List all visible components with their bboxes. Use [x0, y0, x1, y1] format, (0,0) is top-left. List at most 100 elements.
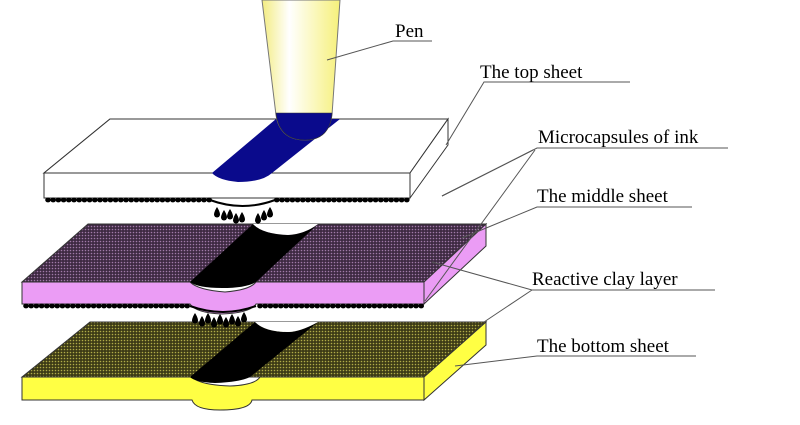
microcapsule — [163, 303, 170, 309]
microcapsule — [76, 197, 82, 203]
microcapsule — [382, 303, 388, 309]
microcapsule — [101, 303, 107, 309]
microcapsule — [81, 197, 88, 203]
microcapsule — [142, 303, 149, 309]
microcapsule — [164, 197, 171, 203]
bottom-sheet-side — [423, 320, 487, 402]
microcapsule — [257, 303, 263, 309]
microcapsule — [170, 197, 176, 203]
microcapsule — [154, 197, 160, 203]
microcapsule — [33, 303, 40, 309]
microcapsule — [184, 303, 190, 309]
middle-microcapsules — [23, 303, 425, 313]
microcapsule — [149, 197, 155, 203]
microcapsule — [75, 303, 81, 309]
microcapsule — [315, 197, 322, 203]
microcapsule — [106, 303, 112, 309]
microcapsule — [60, 197, 67, 203]
microcapsule — [346, 197, 353, 203]
microcapsule — [278, 303, 284, 309]
microcapsule — [102, 197, 108, 203]
microcapsule — [92, 197, 98, 203]
microcapsule — [404, 197, 410, 203]
microcapsule — [174, 303, 180, 309]
microcapsule — [361, 303, 367, 309]
microcapsule — [366, 303, 373, 309]
microcapsule — [59, 303, 66, 309]
microcapsule — [392, 303, 399, 309]
microcapsule — [138, 197, 145, 203]
microcapsule — [272, 303, 279, 309]
microcapsule — [393, 197, 400, 203]
microcapsule — [341, 197, 348, 203]
pen-tip — [275, 112, 333, 141]
microcapsule — [388, 197, 395, 203]
microcapsule — [345, 303, 352, 309]
label-bottom-sheet: The bottom sheet — [537, 336, 670, 357]
microcapsule — [418, 303, 425, 309]
microcapsule — [90, 303, 97, 309]
microcapsule — [372, 197, 379, 203]
microcapsule — [408, 303, 414, 309]
microcapsule — [54, 303, 60, 309]
microcapsule — [97, 197, 103, 203]
label-middle-sheet: The middle sheet — [537, 186, 669, 207]
microcapsule — [175, 197, 181, 203]
microcapsule — [116, 303, 123, 309]
microcapsule — [350, 303, 357, 309]
microcapsule — [274, 197, 280, 203]
microcapsule — [148, 303, 154, 309]
microcapsule — [196, 197, 202, 203]
top-sheet — [42, 117, 449, 200]
bottom-sheet — [20, 320, 488, 411]
label-pen: Pen — [395, 21, 424, 42]
pressed-capsule-arc — [209, 199, 276, 207]
microcapsule — [330, 303, 336, 309]
microcapsule — [294, 197, 301, 203]
microcapsule — [49, 303, 55, 309]
microcapsule — [367, 197, 374, 203]
microcapsule — [356, 303, 362, 309]
microcapsule — [132, 303, 138, 309]
microcapsule — [310, 197, 317, 203]
microcapsule — [283, 303, 289, 309]
microcapsule — [279, 197, 285, 203]
microcapsule — [352, 197, 358, 203]
microcapsule — [262, 303, 269, 309]
microcapsule — [111, 303, 118, 309]
microcapsule — [397, 303, 404, 309]
pressed-capsule-arc — [189, 305, 257, 313]
top-microcapsules — [45, 197, 410, 207]
microcapsule — [144, 197, 150, 203]
microcapsule — [336, 197, 343, 203]
microcapsule — [324, 303, 331, 309]
microcapsule — [300, 197, 306, 203]
microcapsule — [179, 303, 185, 309]
microcapsule — [159, 197, 166, 203]
microcapsule — [96, 303, 102, 309]
microcapsule — [340, 303, 347, 309]
microcapsule — [413, 303, 419, 309]
microcapsule — [376, 303, 383, 309]
microcapsule — [107, 197, 114, 203]
microcapsule — [86, 197, 93, 203]
microcapsule — [398, 197, 405, 203]
microcapsule — [50, 197, 56, 203]
microcapsule — [331, 197, 337, 203]
microcapsule — [64, 303, 71, 309]
middle-ink-mark — [190, 224, 318, 288]
microcapsule — [123, 197, 129, 203]
bottom-ink-mark — [190, 322, 318, 383]
microcapsule — [305, 197, 311, 203]
top-sheet-side — [409, 117, 449, 200]
microcapsule — [402, 303, 409, 309]
microcapsule — [71, 197, 77, 203]
microcapsule — [45, 197, 51, 203]
microcapsule — [80, 303, 86, 309]
microcapsule — [289, 197, 296, 203]
microcapsule — [38, 303, 45, 309]
microcapsule — [371, 303, 378, 309]
middle-sheet-side — [423, 222, 487, 306]
microcapsule — [44, 303, 50, 309]
microcapsule — [383, 197, 389, 203]
